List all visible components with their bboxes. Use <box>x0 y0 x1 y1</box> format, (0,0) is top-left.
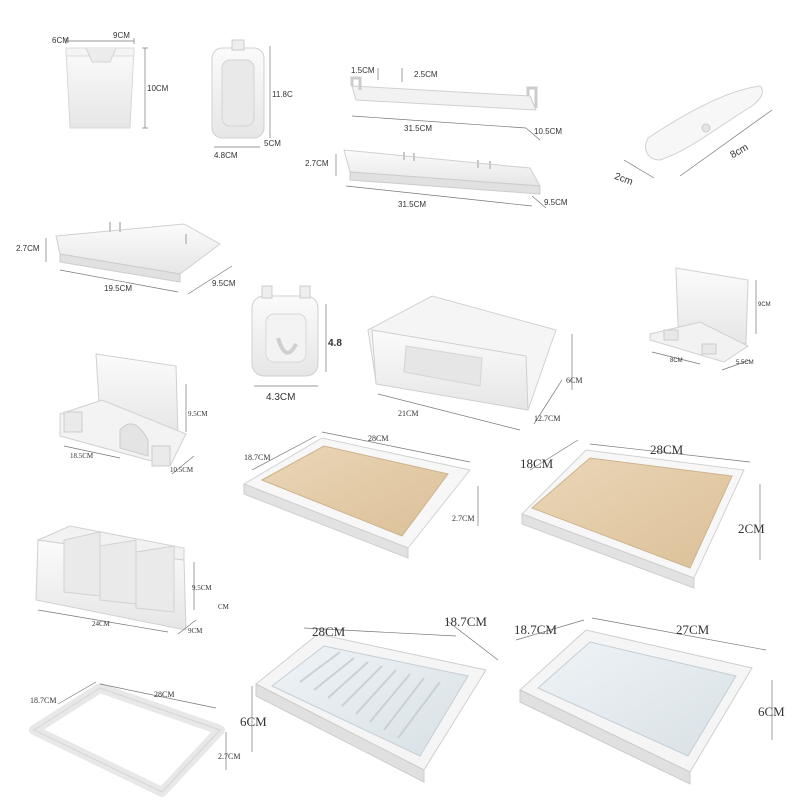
frame-height-label: 2.7CM <box>218 752 241 761</box>
wood-tray-large-length-label: 28CM <box>650 442 684 457</box>
phone-stand-small-image <box>649 267 749 363</box>
wood-tray-large-height-label: 2CM <box>738 521 765 536</box>
phone-stand-large-dimension-lines <box>63 384 195 475</box>
wood-tray-small-dimension-lines <box>251 431 479 526</box>
wood-tray-small-depth-label: 18.7CM <box>244 453 271 462</box>
frame-length-label: 28CM <box>154 690 175 699</box>
phone-stand-large-height-label: 9.5CM <box>188 410 208 418</box>
phone-stand-small-depth-label: 5.5CM <box>736 360 754 366</box>
hook-holder-width-label: 4.8CM <box>214 151 238 160</box>
frame-image <box>29 683 225 797</box>
hook-holder-image <box>211 39 265 139</box>
drain-tray-image <box>255 633 487 783</box>
wood-tray-small-length-label: 28CM <box>368 434 389 443</box>
clear-tray-depth-label: 18.7CM <box>514 622 557 637</box>
drain-tray-height-label: 6CM <box>240 714 267 729</box>
wood-tray-large-image <box>521 449 745 589</box>
phone-stand-small-dimension-lines <box>651 280 757 371</box>
phone-stand-large-depth-label: 10.5CM <box>170 466 194 474</box>
clear-tray-length-label: 27CM <box>676 622 710 637</box>
towel-rack-dimension-lines <box>351 68 541 141</box>
towel-rack-length-label: 31.5CM <box>404 124 433 133</box>
short-shelf-length-label: 19.5CM <box>104 284 133 293</box>
organizer-image <box>35 525 187 631</box>
organizer-dimension-lines <box>37 562 197 635</box>
organizer-depth-label: 9CM <box>188 627 203 635</box>
clear-tray-image <box>519 629 753 785</box>
storage-box-image <box>367 295 557 411</box>
phone-stand-small-height-label: 9CM <box>758 302 771 308</box>
long-shelf-height-label: 2.7CM <box>305 159 329 168</box>
storage-box-depth-label: 12.7CM <box>534 414 561 423</box>
wood-tray-small-image <box>242 437 471 559</box>
clear-tray-height-label: 6CM <box>758 704 785 719</box>
hook-holder-height-label: 11.8C <box>272 90 293 99</box>
towel-rack-depth-label: 10.5CM <box>534 127 563 136</box>
long-shelf-depth-label: 9.5CM <box>544 198 568 207</box>
short-shelf-image <box>55 222 221 283</box>
drain-tray-dimension-lines <box>251 619 499 752</box>
organizer-height-label: 9.5CM <box>192 584 212 592</box>
hook-holder-dimension-lines <box>214 46 271 148</box>
cup-width-label: 9CM <box>113 31 130 40</box>
cup-depth-label: 6CM <box>52 36 69 45</box>
wall-hook-height-label: 4.8 <box>328 338 342 349</box>
storage-box-height-label: 6CM <box>566 376 583 385</box>
short-shelf-dimension-lines <box>45 238 233 295</box>
wood-tray-large-dimension-lines <box>529 439 761 560</box>
wall-hook-dimension-lines <box>254 304 327 387</box>
wall-hook-image <box>251 285 319 377</box>
cup-image <box>65 47 135 129</box>
towel-rack-image <box>350 76 538 111</box>
short-shelf-depth-label: 9.5CM <box>212 279 236 288</box>
towel-rack-h2-label: 2.5CM <box>414 70 438 79</box>
storage-box-length-label: 21CM <box>398 409 419 418</box>
phone-stand-small-length-label: 8CM <box>670 358 683 364</box>
short-shelf-height-label: 2.7CM <box>16 244 40 253</box>
frame-depth-label: 18.7CM <box>30 696 57 705</box>
clip-image <box>645 85 763 161</box>
phone-stand-large-length-label: 18.5CM <box>70 452 94 460</box>
cup-dimension-lines <box>65 38 148 129</box>
hook-holder-depth-label: 5CM <box>264 139 281 148</box>
wood-tray-large-depth-label: 18CM <box>520 456 554 471</box>
long-shelf-dimension-lines <box>335 154 547 209</box>
towel-rack-h1-label: 1.5CM <box>351 66 375 75</box>
long-shelf-length-label: 31.5CM <box>398 200 427 209</box>
frame-dimension-lines <box>57 681 227 770</box>
clip-dimension-lines <box>623 109 773 179</box>
organizer-length-label: 24CM <box>92 620 110 628</box>
organizer-unit-label: CM <box>218 603 229 611</box>
storage-box-dimension-lines <box>377 334 573 431</box>
wall-hook-width-label: 4.3CM <box>266 392 296 403</box>
drain-tray-depth-label: 18.7CM <box>444 614 487 629</box>
clear-tray-dimension-lines <box>515 617 773 740</box>
wood-tray-small-height-label: 2.7CM <box>452 514 475 523</box>
long-shelf-image <box>343 149 541 195</box>
cup-height-label: 10CM <box>147 84 169 93</box>
drain-tray-length-label: 28CM <box>312 624 346 639</box>
phone-stand-large-image <box>59 353 187 467</box>
